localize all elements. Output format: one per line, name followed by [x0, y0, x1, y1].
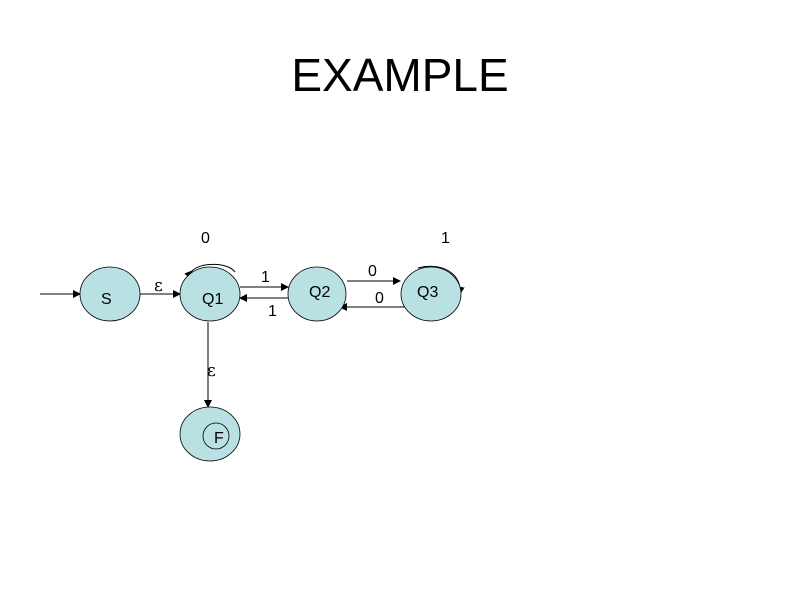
state-q1-label: Q1 — [202, 291, 223, 308]
final-state-inner-ring — [202, 422, 230, 450]
state-q2: Q2 — [287, 266, 347, 322]
state-f-label: F — [214, 430, 224, 447]
state-s-label: S — [101, 291, 112, 308]
state-q1: Q1 — [179, 266, 241, 322]
state-q3: Q3 — [400, 266, 462, 322]
loop-q1 — [184, 263, 236, 279]
label-q3-loop: 1 — [441, 230, 450, 247]
label-q2-to-q1: 1 — [268, 303, 277, 320]
state-s: S — [79, 266, 141, 322]
label-s-to-q1: ε — [154, 276, 163, 296]
label-q1-loop: 0 — [201, 230, 210, 247]
state-q3-label: Q3 — [417, 284, 438, 301]
slide-title: EXAMPLE — [291, 49, 509, 101]
label-q1-to-f: ε — [207, 361, 216, 381]
label-q2-to-q3: 0 — [368, 263, 377, 280]
state-q2-label: Q2 — [309, 284, 330, 301]
label-q3-to-q2: 0 — [375, 290, 384, 307]
label-q1-to-q2: 1 — [261, 269, 270, 286]
state-f: F — [179, 406, 241, 462]
